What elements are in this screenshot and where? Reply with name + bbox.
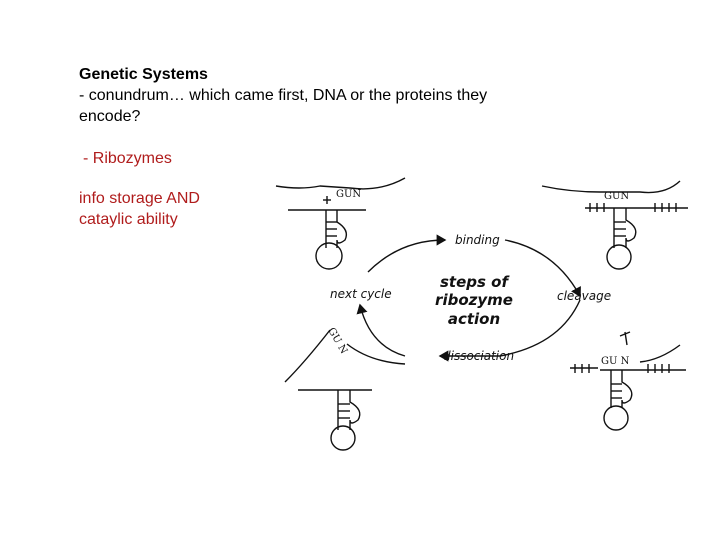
seq-bottom-right: GU N xyxy=(601,356,630,367)
label-dissociation: dissociation xyxy=(443,349,514,363)
dissociation-arrow xyxy=(438,299,581,362)
seq-bottom-left: GU N xyxy=(325,326,349,356)
binding-arrow xyxy=(367,234,447,273)
cleavage-arrow xyxy=(504,239,581,298)
note-line-2: cataylic ability xyxy=(79,211,178,228)
center-title-3: action xyxy=(448,310,500,328)
next-cycle-arrow xyxy=(356,303,406,357)
seq-top-left: GUN xyxy=(336,189,361,200)
seq-top-right: GUN xyxy=(604,191,629,202)
ribozyme-bottom-left xyxy=(284,329,406,451)
note-line-1: info storage AND xyxy=(79,190,200,207)
center-title-1: steps of xyxy=(440,273,510,291)
ribozyme-bottom-right xyxy=(570,331,686,431)
ribozymes-bullet: - Ribozymes xyxy=(83,150,172,167)
label-cleavage: cleavage xyxy=(557,289,611,303)
ribozyme-top-left xyxy=(275,177,406,270)
conundrum-line: - conundrum… which came first, DNA or th… xyxy=(79,87,488,125)
slide-text: Genetic Systems - conundrum… which came … xyxy=(79,64,549,230)
ribozyme-top-right xyxy=(541,180,688,270)
slide-title: Genetic Systems xyxy=(79,66,208,83)
label-binding: binding xyxy=(455,233,500,247)
label-next-cycle: next cycle xyxy=(330,287,392,301)
center-title-2: ribozyme xyxy=(435,291,513,309)
